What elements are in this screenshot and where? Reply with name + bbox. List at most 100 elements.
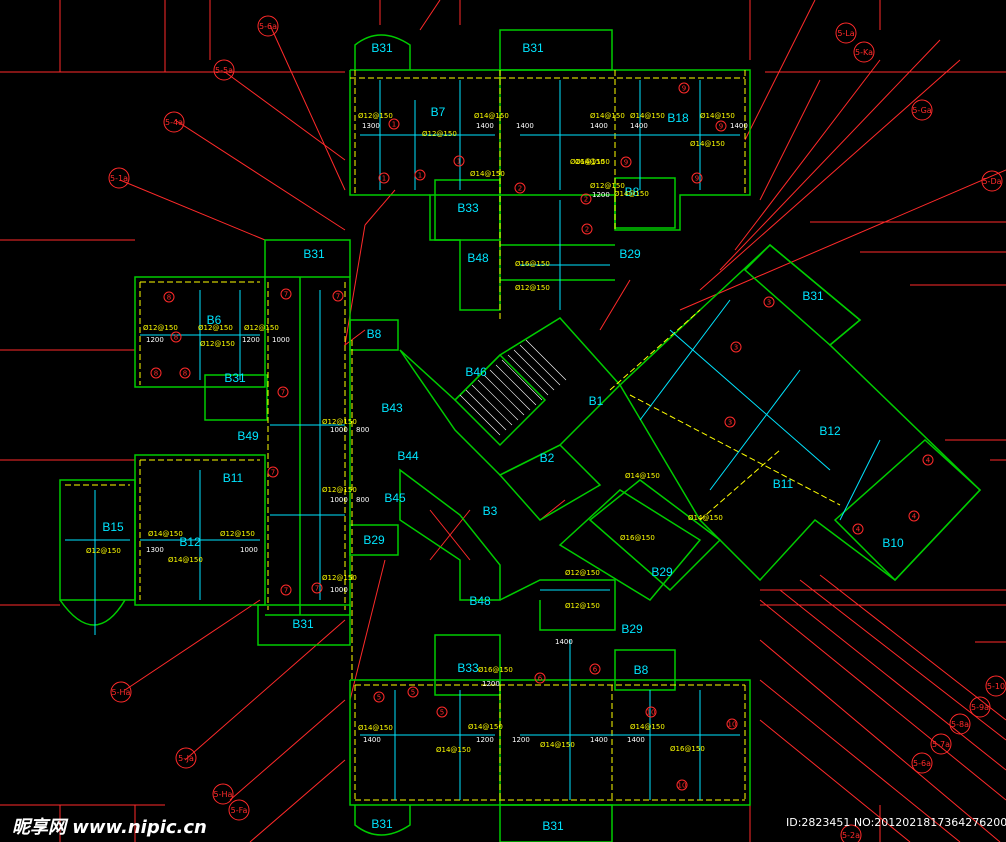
- rebar-note: Ø12@150: [198, 324, 233, 332]
- slab-label: B31: [303, 247, 325, 261]
- dimension-note: 1200: [512, 736, 530, 744]
- slab-label: B31: [292, 617, 314, 631]
- axis-marker-label: 5-Ha: [112, 688, 131, 697]
- stair-tread: [459, 394, 501, 436]
- rebar-note: Ø14@150: [470, 170, 505, 178]
- dimension-note: 1400: [627, 736, 645, 744]
- slab-number-label: 7: [315, 585, 319, 593]
- slab-label: B6: [207, 313, 222, 327]
- stair-tread: [519, 344, 561, 386]
- slab-label: B8: [634, 663, 649, 677]
- axis-marker: 5-5a: [213, 59, 235, 81]
- slab-label: B33: [457, 661, 479, 675]
- slab-number-label: 1: [382, 175, 386, 183]
- axis-marker: 5-Fa: [228, 799, 250, 821]
- stair-tread: [489, 369, 531, 411]
- dimension-note: 1300: [146, 546, 164, 554]
- rebar-note: Ø14@150: [614, 190, 649, 198]
- slab-number-label: 10: [647, 709, 656, 717]
- axis-marker: 5-7a: [930, 733, 952, 755]
- rebar-note: Ø12@150: [322, 574, 357, 582]
- slab-number-label: 9: [624, 159, 628, 167]
- axis-marker: 5-Ga: [911, 99, 933, 121]
- slab-label: B8: [625, 185, 640, 199]
- rebar-note: Ø12@150: [143, 324, 178, 332]
- axis-marker: 5-1a: [108, 167, 130, 189]
- slab-number: 10: [645, 706, 657, 718]
- slab-label: B48: [467, 251, 489, 265]
- axis-marker-label: 5-4a: [165, 118, 183, 127]
- axis-marker-label: 5-Ja: [178, 754, 194, 763]
- stair-tread: [483, 374, 525, 416]
- dimension-note: 1300: [362, 122, 380, 130]
- slab-number-label: 8: [154, 370, 158, 378]
- slab-label: B1: [589, 394, 604, 408]
- dimension-note: 1200: [476, 736, 494, 744]
- axis-marker: 5-10: [985, 675, 1006, 697]
- slab-number-label: 10: [728, 721, 737, 729]
- dimension-note: 1000: [330, 496, 348, 504]
- slab-label: B43: [381, 401, 403, 415]
- dimension-note: 1400: [630, 122, 648, 130]
- rebar-note: Ø14@150: [690, 140, 725, 148]
- axis-markers: 5-6a5-5a5-4a5-1a5-La5-Ka5-Ga5-Da5-Ha5-Ja…: [108, 15, 1006, 842]
- slab-number: 3: [730, 341, 742, 353]
- dimension-note: 1400: [363, 736, 381, 744]
- slab-number-label: 5: [377, 694, 381, 702]
- slab-number-label: 7: [284, 587, 288, 595]
- rebar-note: Ø12@150: [322, 486, 357, 494]
- axis-marker: 5-2a: [840, 824, 862, 842]
- rebar-note: Ø12@150: [220, 530, 255, 538]
- rebar-note: Ø14@150: [168, 556, 203, 564]
- watermark: 昵享网 www.nipic.cn ID:2823451 NO:201202181…: [12, 816, 1006, 838]
- slab-number-label: 4: [912, 513, 917, 521]
- slab-number-label: 1: [418, 172, 422, 180]
- slab-label: B33: [457, 201, 479, 215]
- axis-marker-label: 5-La: [837, 29, 854, 38]
- slab-number-label: 9: [695, 175, 699, 183]
- stair-tread: [477, 379, 519, 421]
- slab-number: 2: [514, 182, 526, 194]
- rebar-note: Ø14@150: [540, 741, 575, 749]
- rebar-note: Ø16@150: [620, 534, 655, 542]
- slab-number-label: 7: [284, 291, 288, 299]
- slab-number: 6: [589, 663, 601, 675]
- slab-number: 4: [908, 510, 920, 522]
- dimension-note: 1000: [330, 426, 348, 434]
- rebar-note: Ø12@150: [358, 112, 393, 120]
- slab-number: 8: [163, 291, 175, 303]
- slab-number-label: 3: [767, 299, 771, 307]
- slab-number-label: 6: [593, 666, 598, 674]
- slab-number: 9: [691, 172, 703, 184]
- axis-marker: 5-Ha: [212, 783, 234, 805]
- rebar-note: Ø12@150: [422, 130, 457, 138]
- slab-number: 9: [678, 82, 690, 94]
- axis-marker-label: 5-5a: [215, 66, 233, 75]
- dimension-note: 1200: [482, 680, 500, 688]
- rebar-note: Ø16@150: [478, 666, 513, 674]
- axis-marker: 5-La: [835, 22, 857, 44]
- rebar-note: Ø14@150: [688, 514, 723, 522]
- axis-marker: 5-6a: [911, 752, 933, 774]
- slab-number: 4: [922, 454, 934, 466]
- slab-number: 3: [724, 416, 736, 428]
- slab-number: 1: [388, 118, 400, 130]
- axis-marker: 5-Da: [981, 170, 1003, 192]
- rebar-note: Ø14@150: [468, 723, 503, 731]
- axis-marker: 5-Ja: [175, 747, 197, 769]
- slab-number: 10: [676, 779, 688, 791]
- rebar-note: Ø14@150: [474, 112, 509, 120]
- axis-marker-label: 5-9a: [971, 703, 989, 712]
- slab-label: B29: [621, 622, 643, 636]
- axis-marker-label: 5-Ha: [214, 790, 233, 799]
- stair-tread: [507, 354, 549, 396]
- rebar-note: Ø14@150: [358, 724, 393, 732]
- slab-number: 8: [150, 367, 162, 379]
- slab-number-label: 8: [183, 370, 187, 378]
- slab-number-label: 5: [440, 709, 444, 717]
- slab-number-label: 7: [281, 389, 285, 397]
- axis-marker: 5-4a: [163, 111, 185, 133]
- rebar-note: Ø12@150: [590, 182, 625, 190]
